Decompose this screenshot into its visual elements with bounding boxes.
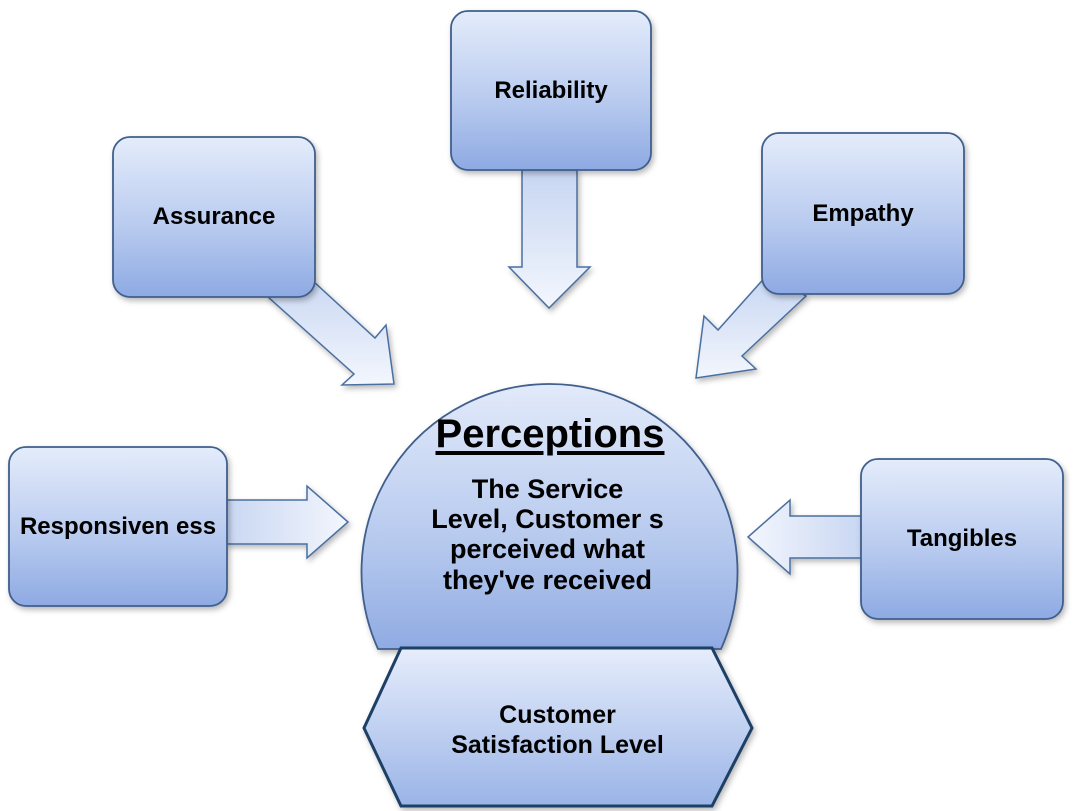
reliability-box [450, 10, 652, 171]
customer-satisfaction-hexagon [362, 646, 754, 808]
tangibles-label: Tangibles [906, 525, 1018, 553]
assurance-label: Assurance [152, 203, 276, 231]
reliability-label: Reliability [494, 76, 608, 104]
assurance-box [112, 136, 316, 298]
perceptions-title: Perceptions [435, 412, 665, 456]
responsiveness-label: Responsiven ess [19, 512, 217, 540]
arrow-reliability-to-center [507, 169, 592, 310]
arrow-responsiveness-to-center [225, 484, 350, 560]
arrow-empathy-to-center [695, 273, 808, 379]
responsiveness-box [8, 446, 228, 607]
customer-satisfaction-label: Customer Satisfaction Level [451, 701, 664, 759]
perceptions-circle [360, 383, 739, 650]
empathy-label: Empathy [812, 199, 914, 227]
perceptions-description: The Service Level, Customer s perceived … [431, 474, 664, 595]
tangibles-box [860, 458, 1064, 620]
arrow-tangibles-to-center [746, 498, 863, 576]
empathy-box [761, 132, 965, 295]
